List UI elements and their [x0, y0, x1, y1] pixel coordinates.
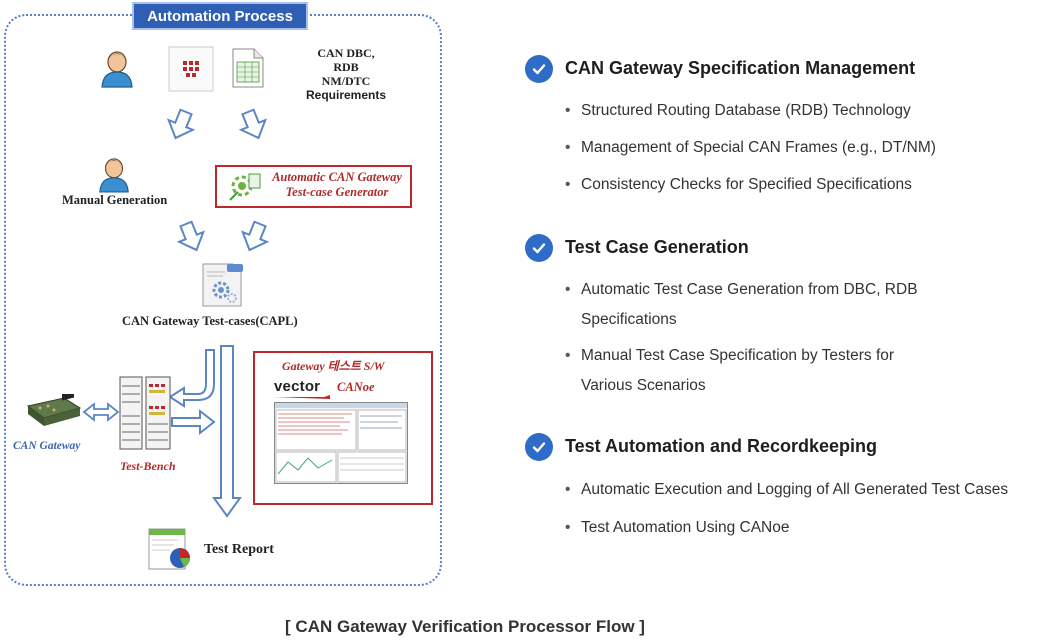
test-bench-label: Test-Bench [120, 459, 176, 473]
arrow-to-tool-icon [171, 408, 216, 436]
document-icon [232, 48, 264, 88]
test-case-generator-box [215, 165, 412, 208]
bidirectional-arrow-icon [82, 402, 120, 422]
checkmark-icon [525, 433, 553, 461]
test-report-label: Test Report [204, 542, 274, 557]
section-title: Test Case Generation [565, 237, 749, 257]
list-item: Test Automation Using CANoe [565, 513, 790, 543]
generator-tool-icon [229, 173, 261, 201]
arrow-down-left-icon [162, 106, 200, 144]
input-requirements: Requirements [305, 88, 387, 102]
test-tool-title: Gateway 테스트 S/W [282, 359, 385, 373]
user-icon [101, 51, 133, 88]
list-item: Automatic Test Case Generation from DBC,… [565, 275, 918, 335]
list-item: Manual Test Case Specification by Tester… [565, 341, 894, 401]
spreadsheet-icon [168, 46, 214, 92]
test-cases-capl-label: CAN Gateway Test-cases(CAPL) [122, 314, 298, 328]
canoe-screenshot-icon [274, 402, 408, 484]
list-item: Automatic Execution and Logging of All G… [565, 475, 1008, 505]
list-item: Management of Special CAN Frames (e.g., … [565, 133, 936, 163]
arrow-down-left-icon [236, 218, 274, 256]
user-icon [99, 158, 129, 193]
ecu-board-icon [26, 394, 82, 426]
server-rack-icon [119, 376, 171, 450]
report-chart-icon [148, 528, 190, 570]
manual-generation-label: Manual Generation [62, 193, 168, 207]
canoe-label: CANoe [337, 380, 375, 394]
script-gear-icon [202, 263, 243, 307]
list-item: Consistency Checks for Specified Specifi… [565, 170, 912, 200]
section-title: Test Automation and Recordkeeping [565, 436, 878, 456]
flow-arrows [82, 106, 274, 518]
section-title: CAN Gateway Specification Management [565, 58, 916, 78]
generator-line-1: Automatic CAN Gateway [272, 170, 402, 184]
input-rdb: RDB [333, 60, 359, 74]
arrow-down-right-icon [172, 218, 210, 256]
checkmark-icon [525, 55, 553, 83]
arrow-to-report-icon [212, 345, 242, 518]
figure-caption: [ CAN Gateway Verification Processor Flo… [285, 617, 645, 636]
test-case-generator-label: Automatic CAN Gateway Test-case Generato… [266, 170, 408, 200]
input-specifications: CAN DBC, RDB NM/DTC Requirements [300, 46, 392, 102]
vector-logo: vector [274, 378, 321, 395]
input-dbc: CAN DBC, [317, 46, 375, 60]
list-item: Structured Routing Database (RDB) Techno… [565, 96, 911, 126]
vector-underline-icon [274, 395, 330, 399]
arrow-down-right-icon [234, 106, 272, 144]
can-gateway-label: CAN Gateway [13, 440, 81, 452]
diagram-title: Automation Process [132, 2, 308, 30]
input-nm-dtc: NM/DTC [321, 74, 371, 88]
arrow-to-bench-icon [168, 349, 215, 408]
checkmark-icon [525, 234, 553, 262]
generator-line-2: Test-case Generator [285, 185, 389, 199]
